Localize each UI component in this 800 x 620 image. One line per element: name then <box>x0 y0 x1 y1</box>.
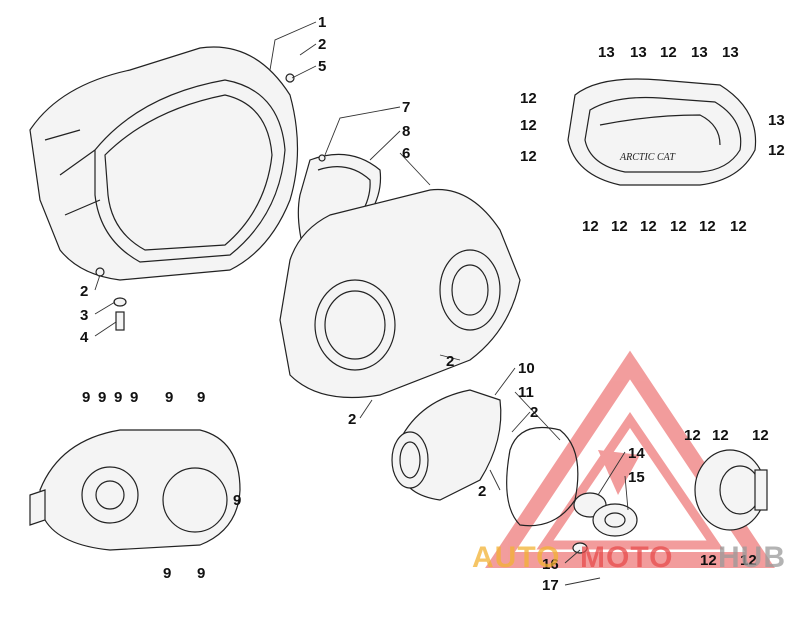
callout-4: 4 <box>80 329 89 346</box>
callout-9: 9 <box>233 492 241 509</box>
callout-2: 2 <box>446 353 454 370</box>
bearing-seal-clip <box>572 492 638 554</box>
watermark-hub: HUB <box>718 541 786 574</box>
callout-9: 9 <box>165 389 173 406</box>
seal-washer-bolt <box>113 297 127 331</box>
callout-9: 9 <box>98 389 106 406</box>
callout-1: 1 <box>318 14 326 31</box>
callout-12: 12 <box>752 427 769 444</box>
outer-cover-top-right: ARCTIC CAT <box>567 78 757 186</box>
clutch-cover-window <box>29 429 241 551</box>
leader-lines <box>94 21 629 586</box>
callout-12: 12 <box>520 117 537 134</box>
callout-12: 12 <box>520 148 537 165</box>
callout-5: 5 <box>318 58 326 75</box>
callout-9: 9 <box>197 565 205 582</box>
callout-9: 9 <box>163 565 171 582</box>
callout-12: 12 <box>700 552 717 569</box>
callout-3: 3 <box>80 307 88 324</box>
outer-drive-cover <box>279 153 521 399</box>
callout-13: 13 <box>722 44 739 61</box>
callout-12: 12 <box>611 218 628 235</box>
callout-2: 2 <box>478 483 486 500</box>
watermark-moto: MOTO <box>580 541 673 574</box>
callout-9: 9 <box>197 389 205 406</box>
callout-12: 12 <box>730 218 747 235</box>
dowel-pin-top <box>285 73 295 83</box>
callout-9: 9 <box>114 389 122 406</box>
callout-11: 11 <box>518 384 534 401</box>
callout-12: 12 <box>660 44 677 61</box>
air-duct-housing <box>391 389 579 527</box>
callout-labels: 1 2 5 2 3 4 7 8 6 2 2 10 11 2 2 14 15 16… <box>80 14 785 594</box>
right-side-housing <box>694 449 768 531</box>
callout-2: 2 <box>80 283 88 300</box>
callout-13: 13 <box>691 44 708 61</box>
inner-clutch-cover <box>29 46 299 281</box>
callout-9: 9 <box>82 389 90 406</box>
callout-13: 13 <box>630 44 647 61</box>
callout-12: 12 <box>768 142 785 159</box>
callout-10: 10 <box>518 360 535 377</box>
callout-13: 13 <box>598 44 615 61</box>
callout-14: 14 <box>628 445 645 462</box>
callout-12: 12 <box>670 218 687 235</box>
watermark-auto: AUTO <box>472 541 560 574</box>
watermark-logo <box>485 350 775 568</box>
callout-2: 2 <box>530 404 538 421</box>
callout-13: 13 <box>768 112 785 129</box>
callout-12: 12 <box>699 218 716 235</box>
callout-2: 2 <box>318 36 326 53</box>
cover-logo-text: ARCTIC CAT <box>619 152 676 163</box>
callout-2: 2 <box>348 411 356 428</box>
callout-8: 8 <box>402 123 410 140</box>
callout-12: 12 <box>740 552 757 569</box>
callout-16: 16 <box>542 556 559 573</box>
callout-12: 12 <box>712 427 729 444</box>
callout-9: 9 <box>130 389 138 406</box>
callout-6: 6 <box>402 145 410 162</box>
callout-12: 12 <box>640 218 657 235</box>
watermark-text: AUTO MOTO HUB <box>472 541 786 574</box>
callout-7: 7 <box>402 99 410 116</box>
callout-17: 17 <box>542 577 559 594</box>
callout-12: 12 <box>520 90 537 107</box>
dowel-pin-bottom <box>95 267 105 277</box>
callout-12: 12 <box>582 218 599 235</box>
callout-15: 15 <box>628 469 645 486</box>
callout-12: 12 <box>684 427 701 444</box>
